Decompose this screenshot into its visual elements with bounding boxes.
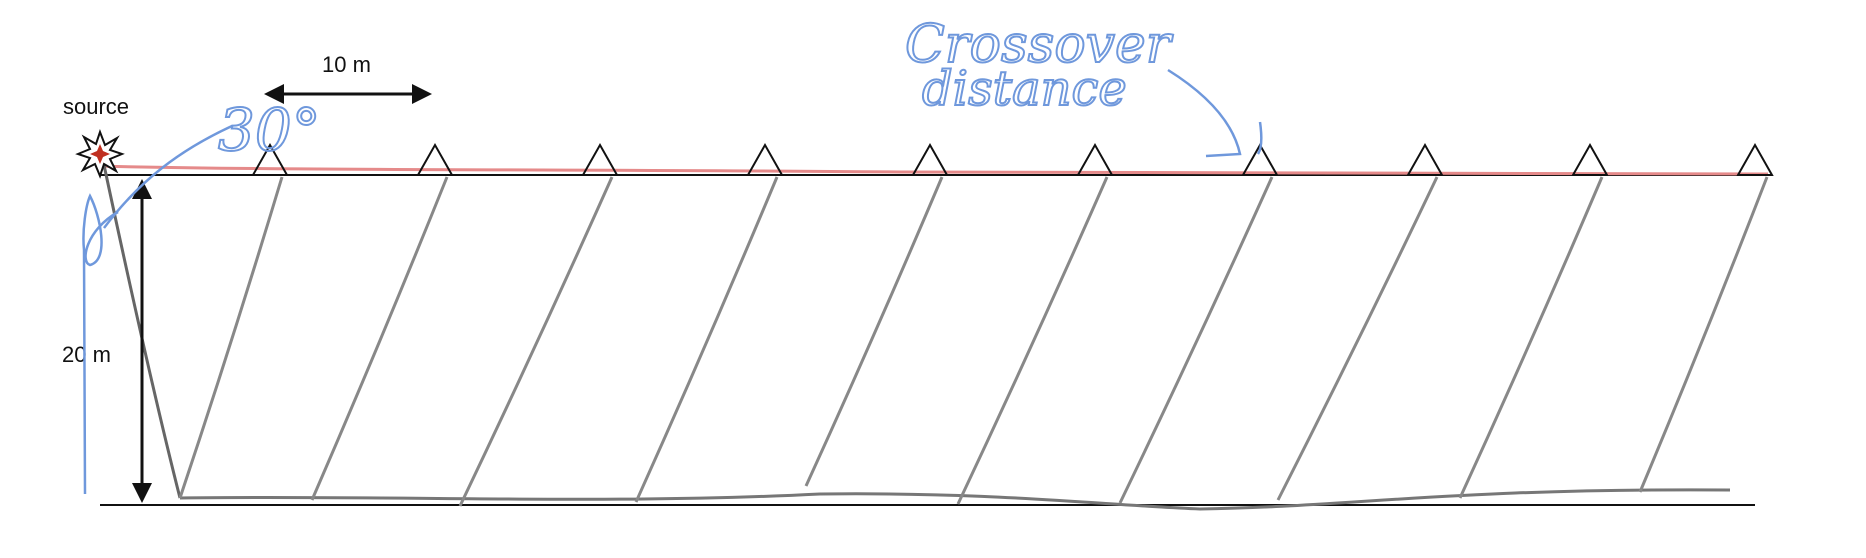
depth-label: 20 m — [62, 342, 111, 367]
upgoing-refracted-ray — [1118, 176, 1274, 504]
upgoing-refracted-ray — [1276, 176, 1439, 501]
upgoing-refracted-ray — [804, 176, 944, 487]
downgoing-ray — [102, 164, 182, 499]
source-explosion-star-icon — [75, 129, 125, 179]
angle-annotation-text: 30° — [218, 96, 321, 164]
upgoing-refracted-ray — [310, 176, 449, 501]
upgoing-refracted-ray — [178, 176, 284, 499]
upgoing-refracted-ray — [1638, 176, 1769, 493]
receiver-triangle-icon — [1736, 142, 1774, 176]
spacing-label: 10 m — [322, 52, 371, 77]
receiver-triangle-icon — [251, 142, 289, 176]
crossover-annotation-arrow — [1167, 68, 1263, 158]
crossover-annotation-line2: distance — [922, 61, 1127, 117]
receiver-group — [251, 142, 1774, 176]
upgoing-refracted-ray — [458, 176, 614, 507]
receiver-triangle-icon — [911, 142, 949, 176]
receiver-triangle-icon — [746, 142, 784, 176]
upgoing-refracted-ray — [634, 176, 779, 503]
source-label: source — [63, 94, 129, 119]
depth-arrow — [132, 179, 152, 503]
receiver-triangle-icon — [1076, 142, 1114, 176]
angle-annotation — [82, 124, 233, 495]
direct-wave-ray — [95, 164, 1769, 176]
spacing-arrow — [264, 84, 432, 104]
crossover-annotation-line1: Crossover — [905, 15, 1174, 75]
upgoing-refracted-ray — [1458, 176, 1604, 499]
head-wave-ray — [179, 488, 1731, 511]
receiver-triangle-icon — [1571, 142, 1609, 176]
receiver-triangle-icon — [1241, 142, 1279, 176]
upgoing-refracted-ray — [956, 176, 1109, 505]
receiver-triangle-icon — [416, 142, 454, 176]
upgoing-ray-group — [178, 176, 1769, 507]
receiver-triangle-icon — [581, 142, 619, 176]
receiver-triangle-icon — [1406, 142, 1444, 176]
